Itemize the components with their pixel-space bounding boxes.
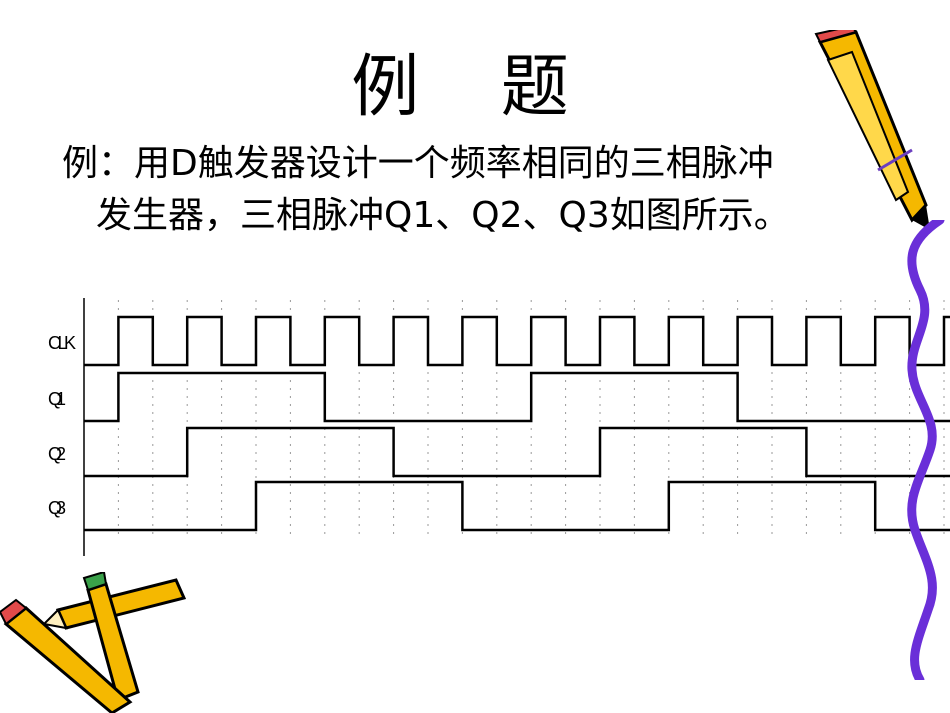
page-title: 例 题 (351, 48, 599, 127)
waveform-q2 (84, 426, 950, 478)
description-line-1: 例：用D触发器设计一个频率相同的三相脉冲 (62, 143, 774, 184)
signal-label-q3: Q3 (48, 498, 66, 518)
signal-label-q1: Q1 (48, 389, 66, 409)
pencils-icon (0, 572, 187, 713)
wavy-border (907, 220, 945, 680)
signal-label-clk: CLK (48, 333, 76, 353)
waveform-clk (84, 315, 950, 367)
pencil-icon (814, 30, 930, 230)
description-line-2: 发生器，三相脉冲Q1、Q2、Q3如图所示。 (96, 195, 790, 236)
waveform-q3 (84, 480, 950, 532)
signal-label-q2: Q2 (48, 444, 66, 464)
waveform-q1 (84, 371, 950, 423)
waveforms (84, 315, 950, 532)
problem-description: 例：用D触发器设计一个频率相同的三相脉冲 发生器，三相脉冲Q1、Q2、Q3如图所… (62, 138, 902, 242)
